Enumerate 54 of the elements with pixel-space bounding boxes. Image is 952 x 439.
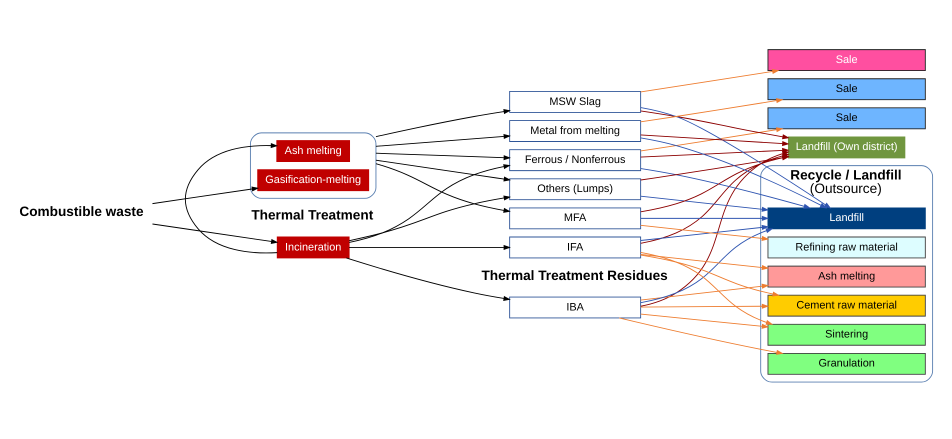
- node-box: Cement raw material: [768, 294, 926, 317]
- node-box: MSW Slag: [509, 91, 642, 113]
- arrow: [640, 107, 832, 209]
- arrow: [640, 304, 770, 309]
- arrow: [152, 224, 278, 244]
- arrow: [640, 127, 784, 152]
- node-box: Ash melting: [276, 140, 350, 162]
- arrow: [376, 109, 511, 138]
- node-text: Combustible waste: [19, 204, 144, 220]
- arrow: [640, 254, 770, 270]
- node-box: Sintering: [768, 324, 926, 346]
- arrow: [348, 196, 511, 242]
- arrow: [376, 163, 511, 213]
- arrow: [640, 68, 780, 92]
- arrow: [184, 143, 278, 254]
- node-box: Landfill: [768, 207, 926, 230]
- arrow: [346, 258, 511, 301]
- node-box: Sale: [768, 107, 926, 130]
- arrow: [640, 252, 774, 325]
- arrow: [640, 138, 828, 208]
- node-box: IBA: [509, 296, 642, 318]
- label: Thermal Treatment Residues: [481, 268, 668, 283]
- node-box: Refining raw material: [768, 236, 926, 258]
- node-box: IFA: [509, 236, 642, 258]
- arrow: [640, 98, 784, 122]
- arrow: [376, 134, 511, 147]
- arrow: [640, 196, 770, 212]
- node-box: Metal from melting: [509, 120, 642, 142]
- node-box: Ash melting: [768, 266, 926, 288]
- node-box: Gasification-melting: [257, 169, 370, 192]
- node-box: Incineration: [276, 236, 350, 258]
- arrow: [376, 160, 511, 182]
- arrow: [640, 224, 770, 241]
- node-box: MFA: [509, 207, 642, 230]
- label: Thermal Treatment: [251, 208, 374, 223]
- arrow: [640, 216, 770, 221]
- arrow: [640, 284, 770, 301]
- arrow: [640, 134, 790, 146]
- arrow: [348, 244, 511, 250]
- node-box: Sale: [768, 78, 926, 100]
- node-box: Granulation: [768, 352, 926, 375]
- arrow: [640, 228, 774, 304]
- node-box: Landfill (Own district): [788, 136, 906, 158]
- node-box: Ferrous / Nonferrous: [509, 149, 642, 172]
- arrow: [640, 168, 811, 209]
- arrow: [152, 186, 260, 204]
- node-box: Sale: [768, 49, 926, 72]
- arrow: [640, 254, 780, 296]
- arrow: [618, 318, 784, 355]
- node-box: Others (Lumps): [509, 178, 642, 200]
- arrow: [640, 110, 790, 140]
- arrow: [376, 152, 511, 160]
- arrow: [348, 164, 511, 243]
- arrow: [640, 314, 770, 329]
